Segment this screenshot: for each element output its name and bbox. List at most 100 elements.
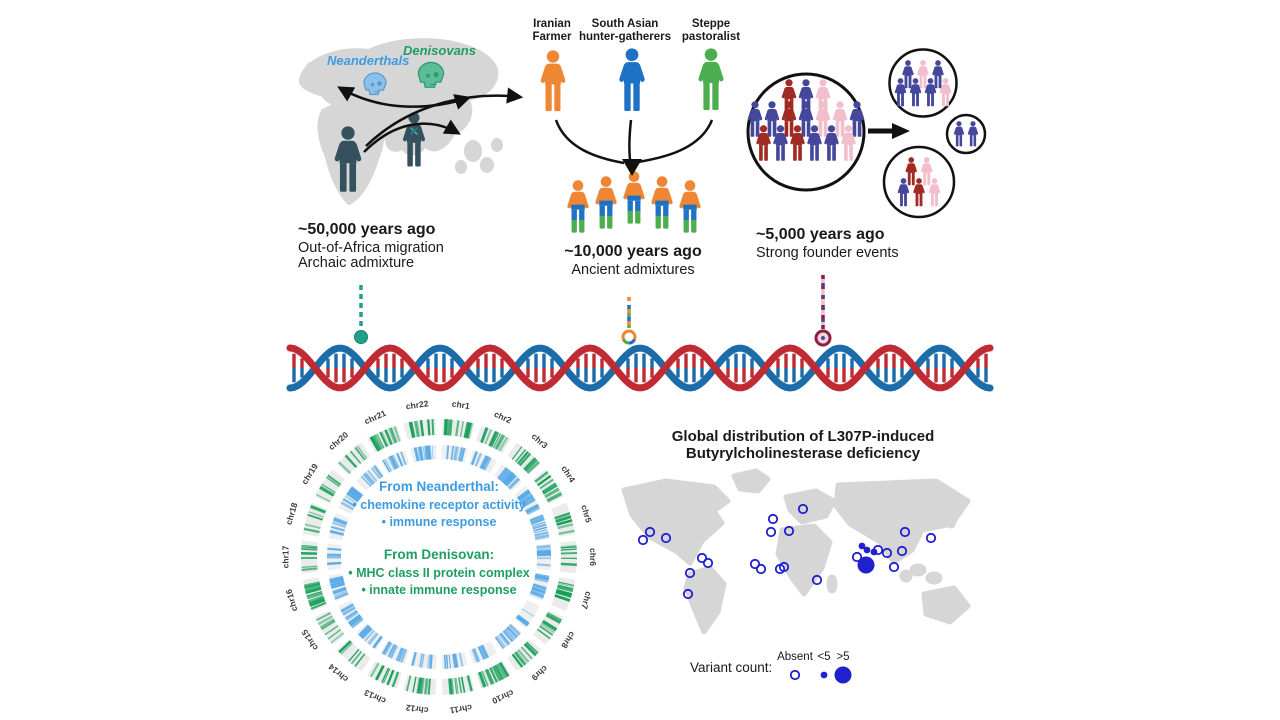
chromosome-label: chr1 <box>451 399 470 411</box>
variant-dot-absent <box>660 532 672 544</box>
variant-dot-absent <box>783 525 795 537</box>
source-label-line: Farmer <box>532 31 572 43</box>
variant-dot-absent <box>696 552 708 564</box>
person-figure <box>756 125 771 161</box>
chromosome-label: chr17 <box>280 545 290 568</box>
variant-dot-absent <box>644 526 656 538</box>
variant-dot-absent <box>797 503 809 515</box>
archaic-heading: ~50,000 years ago <box>298 221 436 238</box>
person-figure <box>909 78 922 107</box>
chromosome-label: chr12 <box>405 702 429 715</box>
legend-absent-label: Absent <box>777 651 813 663</box>
admixture-line1: Ancient admixtures <box>571 262 695 278</box>
source-label-iranian-farmer: Iranian Farmer <box>507 18 597 44</box>
chromosome-label: chr8 <box>559 630 577 651</box>
admixture-panel-art <box>540 48 724 233</box>
person-figure <box>567 180 589 233</box>
chromosome-label: chr2 <box>493 409 514 426</box>
variant-dot-absent <box>888 561 900 573</box>
founder-line1: Strong founder events <box>756 245 899 261</box>
person-figure <box>781 101 797 137</box>
variant-dot-absent <box>767 513 779 525</box>
variant-dot-absent <box>749 558 761 570</box>
person-figure <box>790 125 805 161</box>
variant-dot-absent <box>765 526 777 538</box>
source-label-line: Steppe <box>691 18 731 30</box>
variant-dot-absent <box>778 561 790 573</box>
founder-sub-circle-3 <box>882 145 956 219</box>
variant-dot-absent <box>925 532 937 544</box>
legend-lt5-dot <box>820 671 828 679</box>
map-title-line2: Butyrylcholinesterase deficiency <box>685 445 921 462</box>
legend-absent-circle <box>789 669 801 681</box>
person-figure <box>917 60 929 89</box>
legend-lt5-label: <5 <box>817 651 831 663</box>
variant-dots <box>637 503 937 600</box>
chromosome-label: chr14 <box>326 662 350 685</box>
founder-panel-art <box>746 48 987 219</box>
person-figure <box>623 171 645 224</box>
source-label-steppe: Steppe pastoralist <box>666 18 756 44</box>
founder-locus-pin <box>814 275 832 347</box>
variant-dot-absent <box>684 567 696 579</box>
circos-neanderthal-item1: chemokine receptor activity <box>289 498 589 512</box>
variant-dot-absent <box>755 563 767 575</box>
archaic-dna-mark <box>410 127 418 135</box>
chromosome-label: chr22 <box>405 398 429 411</box>
founder-sub-circle-1 <box>888 48 958 118</box>
person-figure <box>773 125 788 161</box>
circos-neanderthal-item2: immune response <box>289 515 589 529</box>
chromosome-label: chr15 <box>299 628 320 653</box>
variant-dot-absent <box>881 547 893 559</box>
founder-arrow <box>868 123 910 139</box>
person-figure <box>679 180 701 233</box>
chromosome-label: chr20 <box>326 429 350 452</box>
person-figure <box>928 178 941 207</box>
chromosome-label: chr6 <box>588 548 598 566</box>
archaic-line2: Archaic admixture <box>298 255 415 271</box>
person-figure <box>953 121 965 147</box>
chromosome-label: chr9 <box>529 663 549 682</box>
circos-denisovan-title: From Denisovan: <box>383 547 495 562</box>
person-figure <box>698 48 724 111</box>
chromosome-label: chr11 <box>449 703 473 716</box>
variant-dot-absent <box>811 574 823 586</box>
chromosome-label: chr21 <box>363 408 388 427</box>
person-figure <box>902 60 914 89</box>
migration-arrows <box>337 86 524 153</box>
admixture-locus-pin <box>621 297 637 345</box>
person-figure <box>540 50 566 112</box>
dna-helix <box>286 344 994 392</box>
archaic-panel-art <box>334 61 524 192</box>
person-figure <box>841 125 856 161</box>
variant-dot-gt5 <box>857 556 875 574</box>
person-figure <box>924 78 937 107</box>
chromosome-label: chr3 <box>530 431 550 450</box>
person-figure <box>849 101 865 137</box>
legend-gt5-label: >5 <box>836 651 850 663</box>
person-figure <box>905 157 917 186</box>
person-figure <box>921 157 933 186</box>
founder-heading: ~5,000 years ago <box>756 226 885 243</box>
denisovans-label: Denisovans <box>403 43 476 58</box>
person-figure <box>815 101 831 137</box>
founder-sub-circle-2 <box>945 113 987 155</box>
source-label-line: hunter-gatherers <box>578 31 672 43</box>
archaic-line1: Out-of-Africa migration <box>298 240 444 256</box>
variant-dot-absent <box>896 545 908 557</box>
source-label-line: Iranian <box>533 18 571 30</box>
source-label-line: South Asian <box>591 18 659 30</box>
variant-dot-lt5 <box>858 542 866 550</box>
circos-denisovan-item2: innate immune response <box>289 583 589 597</box>
variant-dot-absent <box>899 526 911 538</box>
person-figure <box>824 125 839 161</box>
variant-dot-lt5 <box>870 548 878 556</box>
person-figure <box>967 121 979 147</box>
circos-neanderthal-title: From Neanderthal: <box>378 479 500 494</box>
world-map <box>621 468 971 635</box>
legend-glyphs <box>789 666 852 684</box>
person-figure <box>619 48 645 111</box>
chromosome-label: chr13 <box>362 688 387 707</box>
